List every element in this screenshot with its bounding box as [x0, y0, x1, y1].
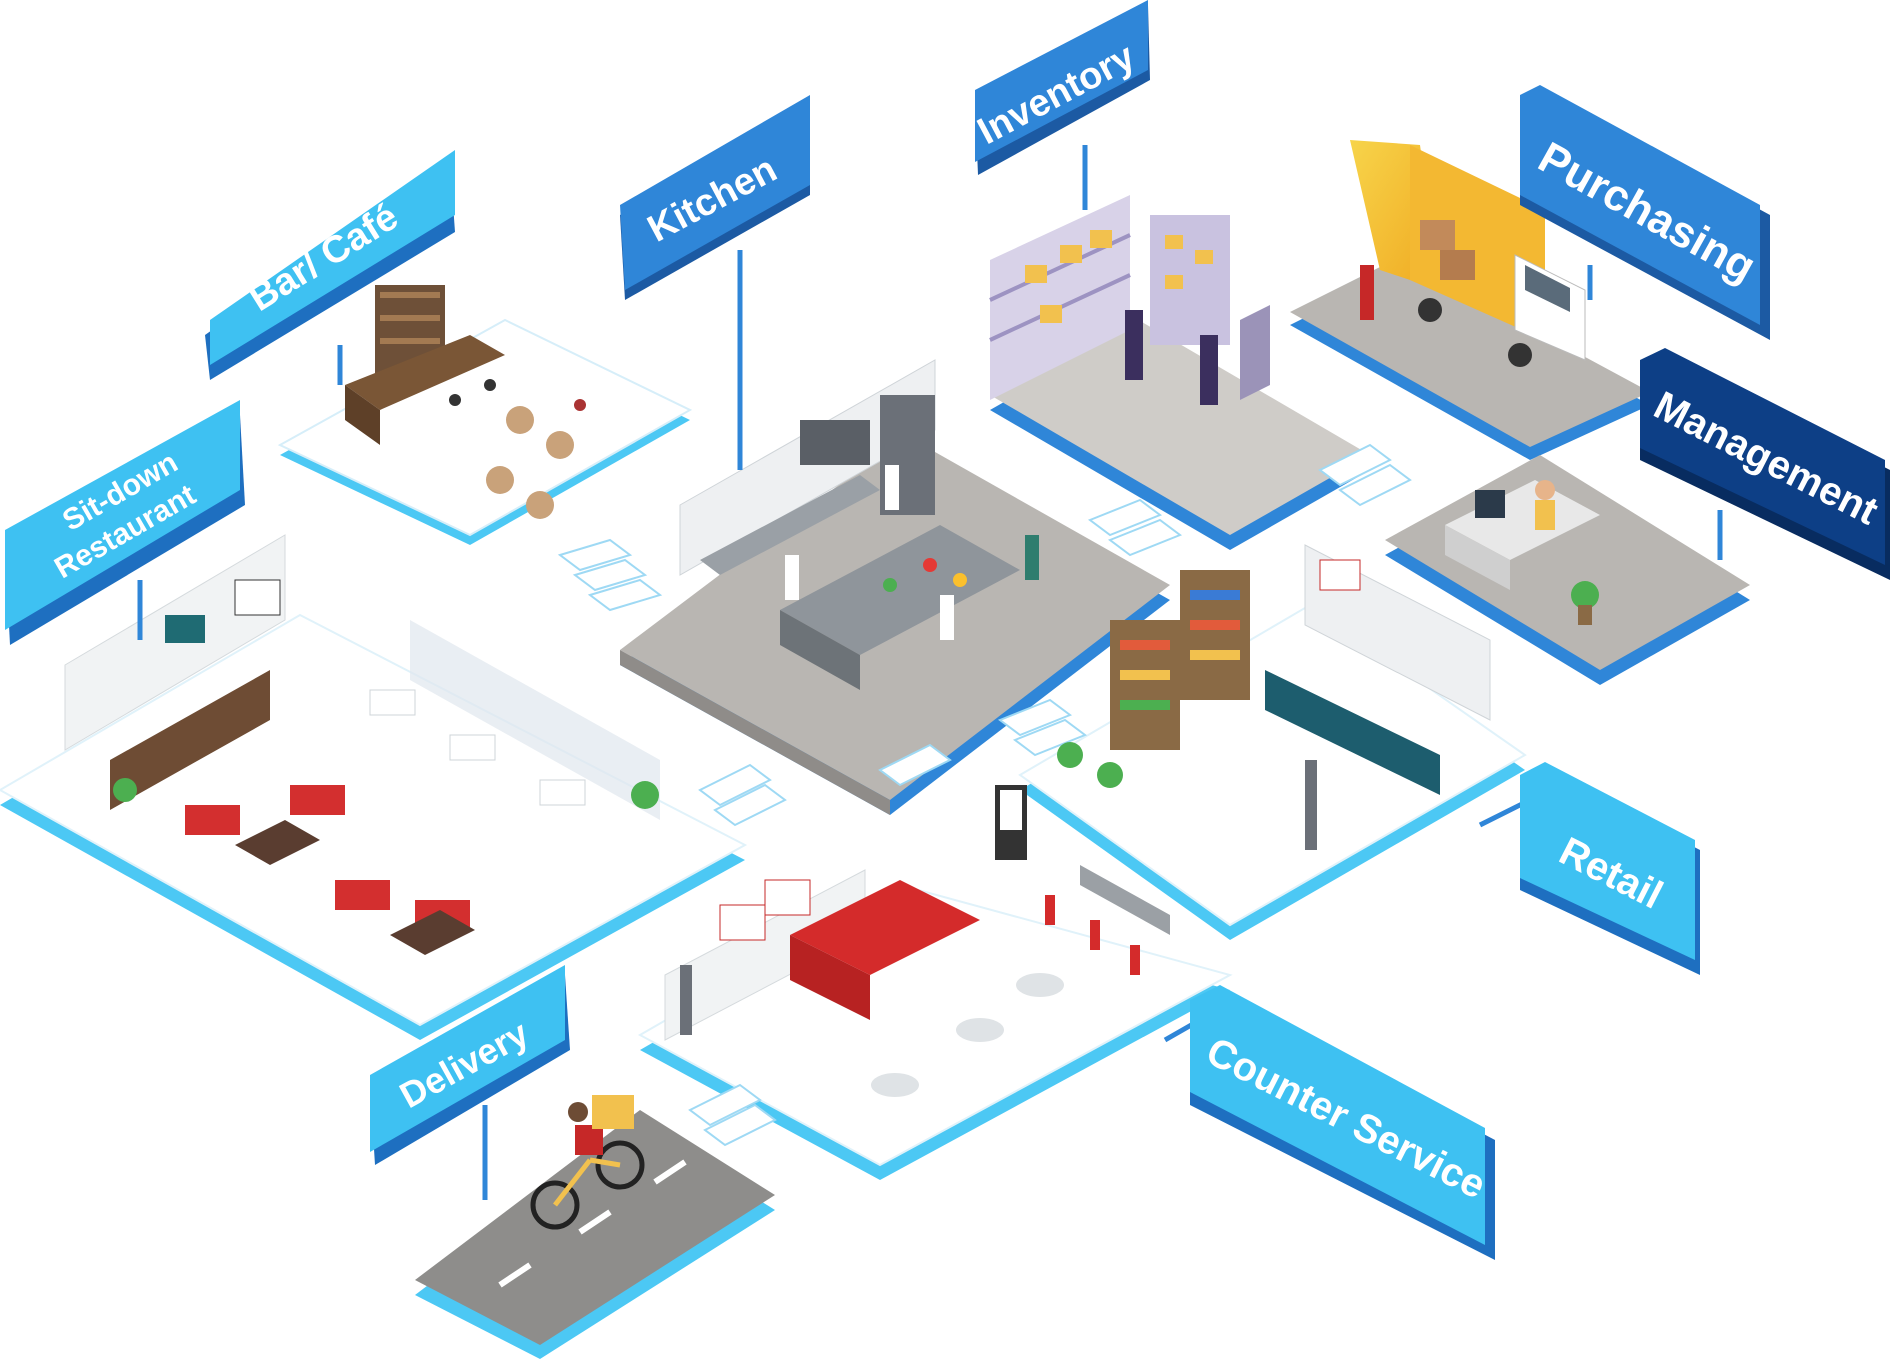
sit-down-scene	[64, 534, 660, 955]
sit-down-sign[interactable]: Sit-down Restaurant	[5, 400, 245, 645]
kitchen-sign[interactable]: Kitchen	[620, 95, 810, 300]
retail-scene	[1057, 544, 1491, 850]
inventory-scene	[989, 195, 1270, 405]
inventory-sign[interactable]: Inventory	[971, 0, 1150, 175]
management-desk	[1445, 480, 1600, 625]
counter-service-scene	[664, 785, 1170, 1097]
delivery-truck	[1350, 140, 1586, 367]
kitchen-scene	[679, 359, 1039, 690]
inventory-platform	[990, 315, 1370, 550]
bar-cafe-scene	[345, 285, 586, 519]
connector-steps	[557, 443, 1412, 1147]
purchasing-platform	[1290, 257, 1650, 460]
counter-service-sign[interactable]: Counter Service	[1190, 985, 1495, 1260]
delivery-road	[415, 1110, 775, 1359]
retail-sign[interactable]: Retail	[1520, 762, 1700, 975]
delivery-cyclist	[530, 1095, 645, 1230]
